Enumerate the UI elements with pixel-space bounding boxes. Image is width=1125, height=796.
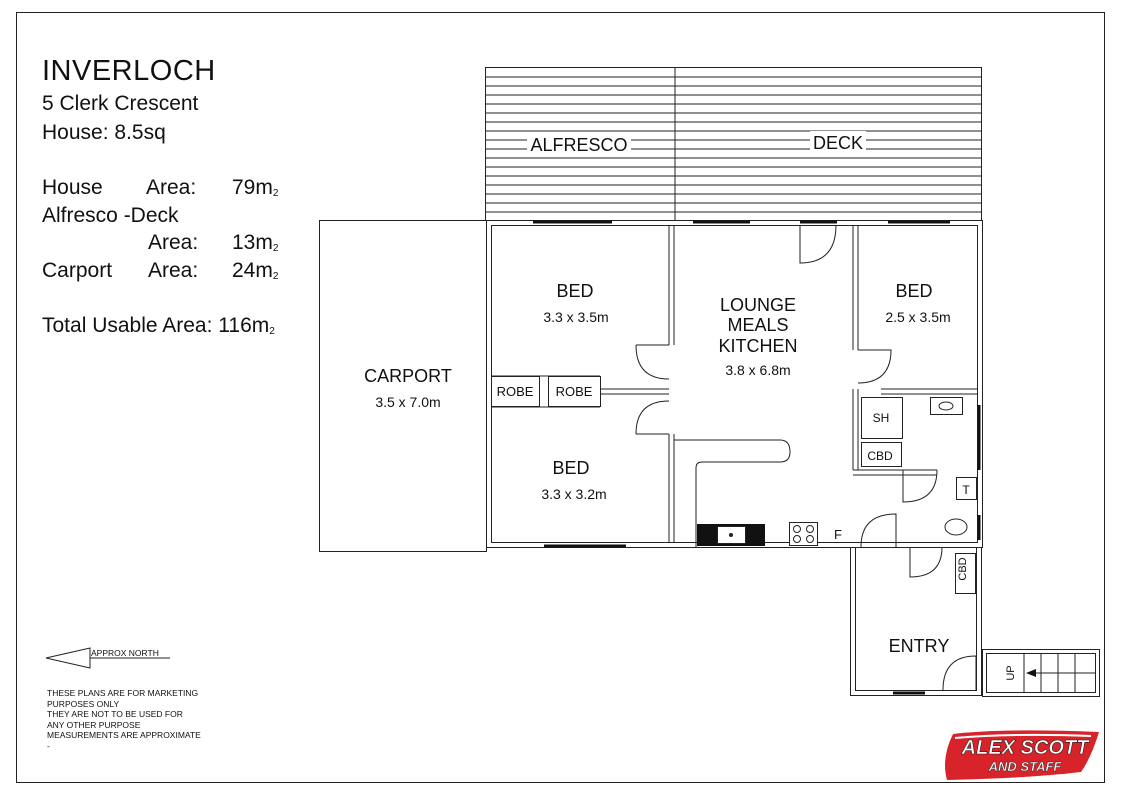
- house-size: House: 8.5sq: [42, 121, 166, 144]
- hotplate-2: [806, 525, 814, 533]
- lounge-label-3: KITCHEN: [718, 336, 797, 356]
- cbd-box-1: [861, 442, 902, 467]
- door-swings: [635, 224, 977, 691]
- robe-2-box: [548, 376, 601, 407]
- bed-1-label: BED: [556, 281, 593, 301]
- deck-label: DECK: [813, 133, 863, 153]
- lounge-label-2: MEALS: [727, 315, 788, 335]
- cbd-box-2: [955, 553, 976, 594]
- total-usable-area: Total Usable Area: 116m2: [42, 314, 275, 337]
- house-area-value: 79m2: [232, 176, 279, 199]
- logo-red-swoosh: [945, 730, 1099, 780]
- bed-2-dimensions: 3.3 x 3.2m: [541, 486, 606, 502]
- entry-stairs: [982, 649, 1100, 697]
- hotplate-3: [793, 535, 801, 543]
- bed-3-label: BED: [895, 281, 932, 301]
- alfresco-area-label: Alfresco -Deck: [42, 204, 179, 227]
- toilet-box: [956, 477, 977, 500]
- carport-dimensions: 3.5 x 7.0m: [375, 394, 440, 410]
- logo-white-stripe: [954, 733, 1092, 739]
- bed-3-dimensions: 2.5 x 3.5m: [885, 309, 950, 325]
- agency-logo: ALEX SCOTT AND STAFF: [945, 730, 1099, 780]
- hotplate-4: [806, 535, 814, 543]
- alfresco-label: ALFRESCO: [530, 135, 627, 155]
- property-address: 5 Clerk Crescent: [42, 92, 199, 115]
- entry-label: ENTRY: [889, 636, 950, 656]
- sink-drain: [729, 533, 733, 537]
- carport-area-word: Area:: [148, 259, 199, 282]
- robe-1-box: [491, 376, 540, 407]
- house-area-word: Area:: [146, 176, 197, 199]
- robe-1-label: ROBE: [497, 384, 534, 399]
- north-label: APPROX NORTH: [91, 648, 159, 658]
- house-area-label: House: [42, 176, 103, 199]
- bed-1-dimensions: 3.3 x 3.5m: [543, 309, 608, 325]
- deck-boards: [485, 67, 982, 221]
- cbd-2-label: CBD: [957, 557, 969, 580]
- shower-box: [861, 397, 903, 439]
- alfresco-label-bg: [527, 133, 631, 153]
- carport-outline: [319, 220, 487, 552]
- cbd-1-label: CBD: [867, 449, 893, 463]
- toilet-label: T: [962, 483, 970, 497]
- alfresco-area-value: 13m2: [232, 231, 279, 254]
- lounge-label-1: LOUNGE: [720, 295, 796, 315]
- deck-label-bg: [810, 131, 866, 151]
- fridge-label: F: [834, 527, 842, 542]
- carport-area-value: 24m2: [232, 259, 279, 282]
- logo-text-line1: ALEX SCOTT: [961, 737, 1090, 759]
- property-title: INVERLOCH: [42, 55, 216, 87]
- shower-label: SH: [873, 411, 890, 425]
- alfresco-area-word: Area:: [148, 231, 199, 254]
- stairs-up-label: UP: [1005, 665, 1017, 680]
- disclaimer-note: THESE PLANS ARE FOR MARKETING PURPOSES O…: [47, 688, 201, 751]
- lounge-dimensions: 3.8 x 6.8m: [725, 362, 790, 378]
- logo-text-line2: AND STAFF: [988, 759, 1063, 774]
- vanity-basin: [930, 397, 963, 415]
- basin-bowl: [938, 401, 954, 411]
- carport-label: CARPORT: [364, 366, 452, 386]
- toilet-pan: [944, 518, 968, 536]
- hotplate-1: [793, 525, 801, 533]
- stairs-arrow: [1026, 669, 1036, 677]
- north-arrow: [45, 647, 170, 669]
- carport-area-label: Carport: [42, 259, 113, 282]
- windows: [533, 220, 981, 695]
- robe-2-label: ROBE: [556, 384, 593, 399]
- cooktop: [789, 522, 818, 546]
- bed-2-label: BED: [552, 458, 589, 478]
- sheet-border: [16, 12, 1105, 783]
